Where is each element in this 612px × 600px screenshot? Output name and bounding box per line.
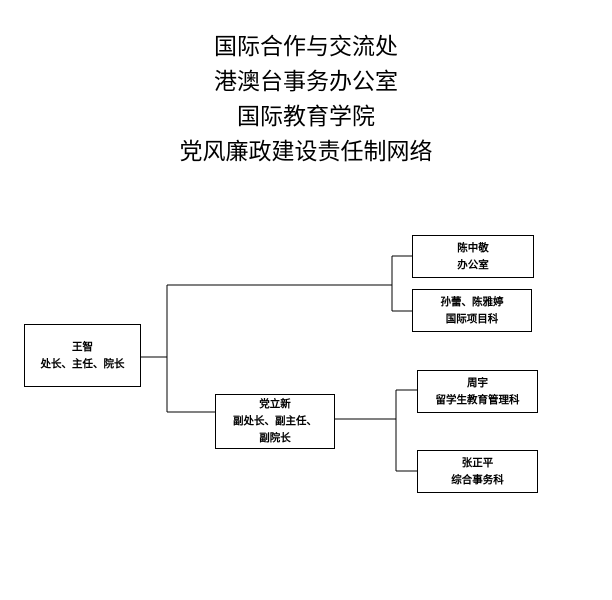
node-root-name: 王智 xyxy=(72,340,93,353)
node-office-unit: 办公室 xyxy=(457,258,489,271)
node-intl-projects-unit: 国际项目科 xyxy=(445,312,499,325)
node-student-mgmt: 周宇 留学生教育管理科 xyxy=(417,370,538,413)
node-general-affairs-name: 张正平 xyxy=(461,456,494,469)
node-student-mgmt-unit: 留学生教育管理科 xyxy=(435,393,520,406)
node-deputy-name: 党立新 xyxy=(259,398,291,410)
node-intl-projects-name: 孙蕾、陈雅婷 xyxy=(440,295,504,308)
node-deputy: 党立新 副处长、副主任、 副院长 xyxy=(215,394,335,449)
title-line-2: 港澳台事务办公室 xyxy=(214,69,398,95)
title-line-1: 国际合作与交流处 xyxy=(214,34,398,60)
node-student-mgmt-name: 周宇 xyxy=(467,376,488,389)
node-general-affairs-unit: 综合事务科 xyxy=(451,473,504,486)
node-root: 王智 处长、主任、院长 xyxy=(24,324,141,387)
diagram-title: 国际合作与交流处 港澳台事务办公室 国际教育学院 党风廉政建设责任制网络 xyxy=(0,30,612,170)
node-intl-projects: 孙蕾、陈雅婷 国际项目科 xyxy=(412,289,532,332)
node-office-name: 陈中敬 xyxy=(457,241,489,254)
title-line-3: 国际教育学院 xyxy=(237,104,375,130)
title-line-4: 党风廉政建设责任制网络 xyxy=(179,139,433,165)
node-root-role: 处长、主任、院长 xyxy=(40,357,125,370)
node-office: 陈中敬 办公室 xyxy=(412,235,534,278)
node-deputy-role-line2: 副院长 xyxy=(259,432,291,444)
node-deputy-role-line1: 副处长、副主任、 xyxy=(233,415,317,427)
node-general-affairs: 张正平 综合事务科 xyxy=(417,450,538,493)
